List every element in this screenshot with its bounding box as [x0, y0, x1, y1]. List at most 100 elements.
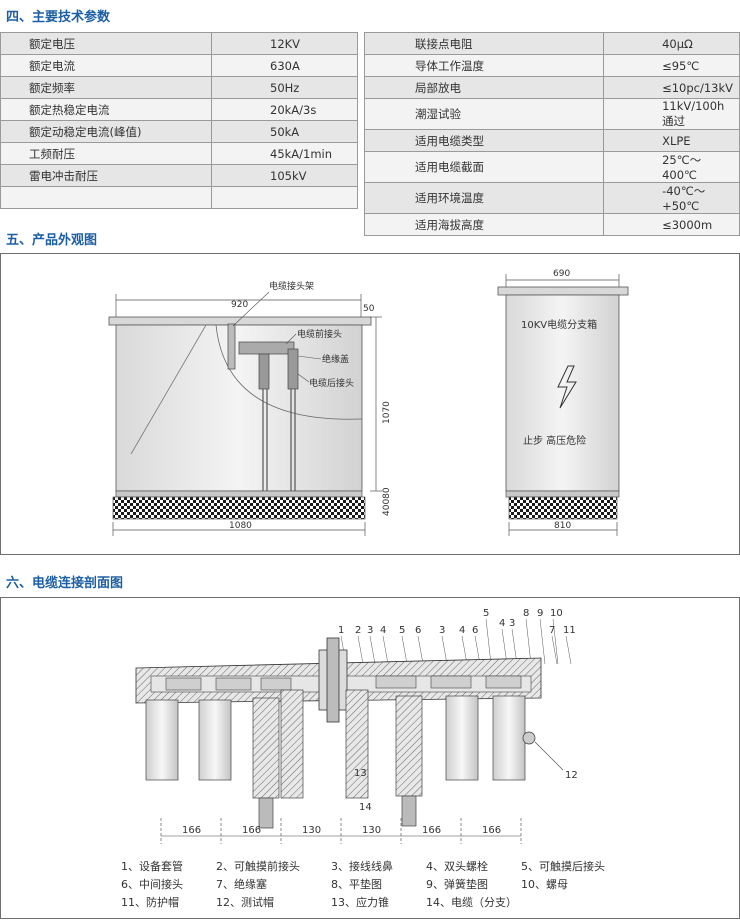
cable-columns [145, 689, 526, 829]
legend-item: 1、设备套管 [121, 859, 183, 873]
callout-leader [539, 618, 546, 665]
dimension-label: 130 [362, 825, 381, 836]
callout-leader [551, 635, 558, 665]
spec-label: 额定电压 [0, 32, 212, 55]
dim-50: 50 [363, 304, 375, 314]
dimension-label: 166 [182, 825, 201, 836]
spec-label: 适用电缆类型 [363, 129, 605, 152]
section-title-appearance: 五、产品外观图 [6, 233, 98, 248]
callout-number: 6 [415, 625, 421, 636]
spec-label: 雷电冲击耐压 [0, 164, 212, 187]
spec-value: 11kV/100h通过 [603, 98, 740, 130]
spec-value: 25℃～400℃ [603, 151, 740, 183]
dim-1080: 1080 [229, 521, 252, 531]
callout-number: 4 [380, 625, 386, 636]
spec-label: 局部放电 [363, 76, 605, 99]
legend-item: 11、防护帽 [121, 895, 179, 909]
lightning-icon [557, 365, 577, 409]
dim-40080: 40080 [382, 487, 392, 516]
side-view: 690 10KV电缆分支箱 止步 高压危险 810 [497, 269, 629, 536]
callout-number: 3 [439, 625, 445, 636]
side-box-title: 10KV电缆分支箱 [521, 318, 597, 331]
spec-label: 适用电缆截面 [363, 151, 605, 183]
callout-number: 8 [523, 608, 529, 619]
legend-item: 6、中间接头 [121, 878, 183, 891]
spec-value: 50kA [211, 120, 358, 143]
legend-item: 9、弹簧垫图 [426, 877, 488, 891]
dim-920: 920 [231, 300, 248, 310]
callout-leader [511, 628, 518, 665]
legend-item: 14、电缆（分支） [426, 896, 517, 909]
busbar-bolts [165, 675, 522, 691]
spec-row: 适用环境温度-40℃～+50℃ [363, 182, 740, 214]
warning-text: 止步 高压危险 [523, 434, 586, 447]
callout-leader [417, 635, 424, 665]
callout-leader [357, 635, 364, 665]
section-title-specs: 四、主要技术参数 [6, 10, 111, 25]
spec-value: 50Hz [211, 76, 358, 99]
label-cable-bracket: 电缆接头架 [269, 280, 314, 292]
dimension-label: 166 [482, 825, 501, 836]
spec-label: 潮湿试验 [363, 98, 605, 130]
dimension-label: 166 [242, 825, 261, 836]
spec-value: 630A [211, 54, 358, 77]
callout-number: 11 [563, 625, 576, 636]
callout-leader [461, 635, 468, 665]
spec-label: 工频耐压 [0, 142, 212, 165]
callout-leader [369, 635, 376, 665]
spec-label: 额定电流 [0, 54, 212, 77]
callout-leader [485, 618, 492, 665]
spec-row: 局部放电≤10pc/13kV [363, 76, 740, 99]
legend-item: 3、接线线鼻 [331, 859, 393, 873]
legend-item: 12、测试帽 [216, 896, 274, 909]
callout-leader [441, 635, 448, 665]
spec-label: 适用环境温度 [363, 182, 605, 214]
callout-number: 2 [355, 625, 361, 636]
spec-value: 20kA/3s [211, 98, 358, 121]
callout-12: 12 [565, 770, 578, 781]
dim-810: 810 [554, 521, 571, 531]
callout-leader [565, 635, 572, 665]
label-insulation-cap: 绝缘盖 [322, 353, 349, 365]
spec-label [0, 186, 212, 209]
dim-690: 690 [553, 269, 570, 279]
legend-item: 8、平垫图 [331, 877, 382, 891]
legend-item: 13、应力锥 [331, 895, 389, 909]
callout-number: 5 [483, 608, 489, 619]
legend-item: 10、螺母 [521, 878, 568, 891]
callout-number: 4 [459, 625, 465, 636]
spec-label: 联接点电阻 [363, 32, 605, 55]
callout-number: 3 [509, 618, 515, 629]
dimension-label: 130 [302, 825, 321, 836]
callout-number: 7 [549, 625, 555, 636]
spec-row: 适用海拔高度≤3000m [363, 213, 740, 236]
spec-value: ≤10pc/13kV [603, 76, 740, 99]
spec-value: -40℃～+50℃ [603, 182, 740, 214]
callout-number: 4 [499, 618, 505, 629]
spec-value: 45kA/1min [211, 142, 358, 165]
spec-label: 额定频率 [0, 76, 212, 99]
callout-leader [525, 618, 532, 665]
spec-value: 105kV [211, 164, 358, 187]
callout-number: 1 [338, 625, 344, 636]
spec-value: 40μΩ [603, 32, 740, 55]
legend-item: 5、可触摸后接头 [521, 859, 605, 873]
spec-label: 导体工作温度 [363, 54, 605, 77]
spec-label: 额定热稳定电流 [0, 98, 212, 121]
callout-number: 6 [472, 625, 478, 636]
spec-value: ≤95℃ [603, 54, 740, 77]
section-title-cross-section: 六、电缆连接剖面图 [6, 576, 124, 591]
spec-value [211, 186, 358, 209]
legend-item: 2、可触摸前接头 [216, 859, 300, 873]
